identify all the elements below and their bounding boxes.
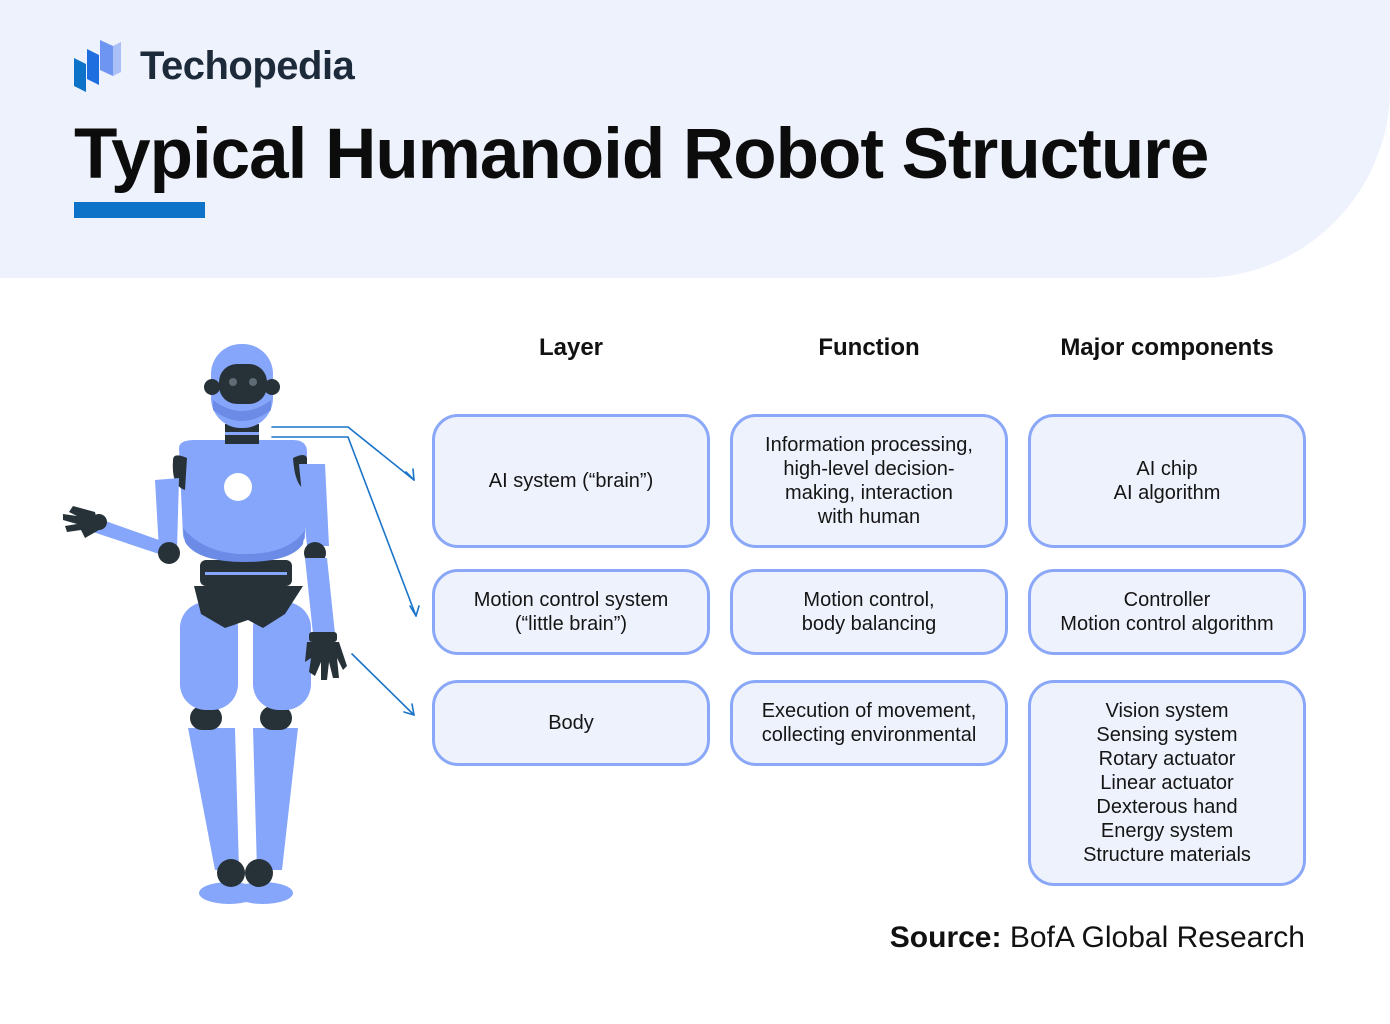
cell-text: Body <box>548 712 594 734</box>
source-credit: Source: BofA Global Research <box>890 918 1305 958</box>
cell-function-ai-system: Information processing, high-level decis… <box>730 414 1008 548</box>
source-label: Source: <box>889 921 1002 954</box>
cell-components-body: Vision system Sensing system Rotary actu… <box>1028 680 1306 886</box>
cell-layer-body: Body <box>432 680 710 766</box>
cell-function-motion-control: Motion control, body balancing <box>730 569 1008 655</box>
cell-text: Motion control system (“little brain”) <box>473 589 669 635</box>
page-title: Typical Humanoid Robot Structure <box>74 115 1209 194</box>
cell-components-ai-system: AI chip AI algorithm <box>1028 414 1306 548</box>
cell-text: AI chip AI algorithm <box>1113 458 1221 504</box>
cell-text: Execution of movement, collecting enviro… <box>761 700 977 746</box>
brand: Techopedia <box>74 38 355 94</box>
cell-text: AI system (“brain”) <box>488 470 654 492</box>
header-background <box>0 0 1390 278</box>
title-underline <box>74 202 205 218</box>
cell-text: Controller Motion control algorithm <box>1060 589 1274 635</box>
cell-layer-motion-control: Motion control system (“little brain”) <box>432 569 710 655</box>
brand-name: Techopedia <box>140 44 355 88</box>
column-header-function: Function <box>818 334 920 361</box>
cell-components-motion-control: Controller Motion control algorithm <box>1028 569 1306 655</box>
column-header-layer: Layer <box>538 334 604 361</box>
column-header-major-components: Major components <box>1060 334 1274 361</box>
cell-layer-ai-system: AI system (“brain”) <box>432 414 710 548</box>
cell-function-body: Execution of movement, collecting enviro… <box>730 680 1008 766</box>
cell-text: Information processing, high-level decis… <box>765 434 973 528</box>
techopedia-logo-icon <box>74 40 121 92</box>
cell-text: Vision system Sensing system Rotary actu… <box>1083 700 1251 866</box>
cell-text: Motion control, body balancing <box>801 589 937 635</box>
source-text: BofA Global Research <box>1009 921 1305 954</box>
humanoid-robot-illustration <box>63 344 347 904</box>
